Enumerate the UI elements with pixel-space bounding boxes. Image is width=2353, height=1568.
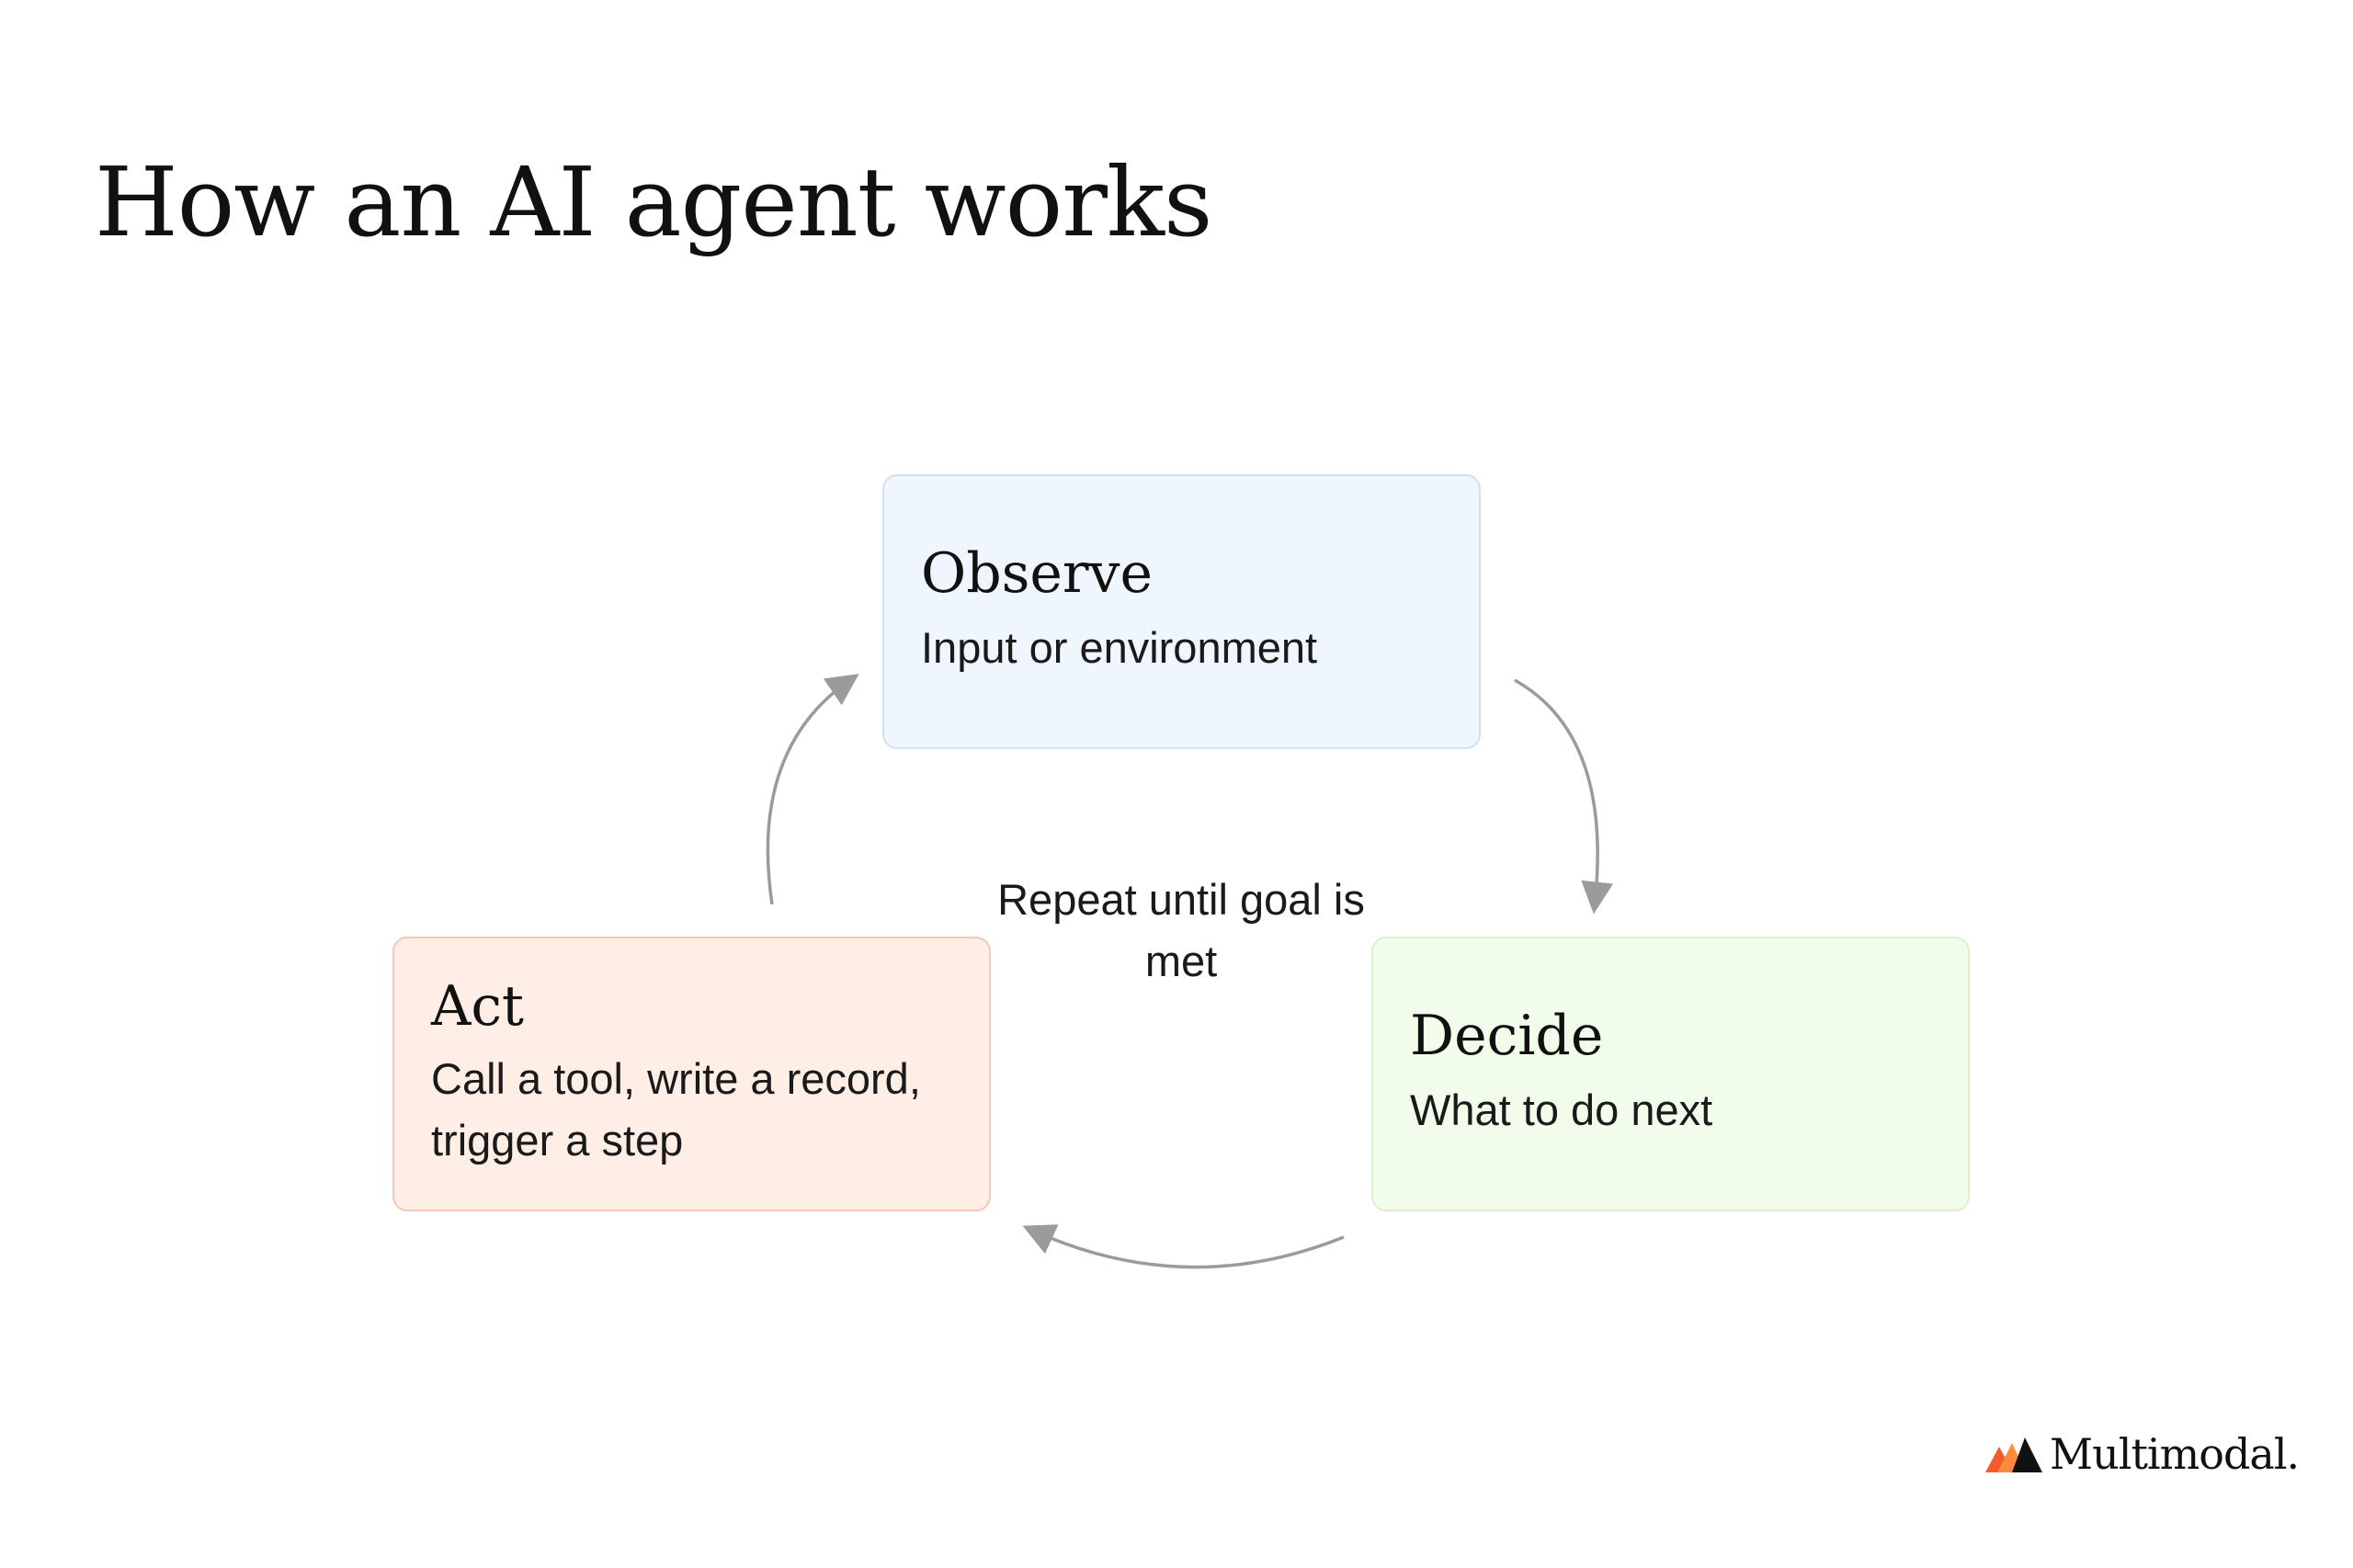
brand-logo: Multimodal. (1984, 1426, 2300, 1482)
arrow-decide-to-act (1022, 1224, 1345, 1269)
arrow-act-to-observe (766, 674, 859, 905)
step-description-act: Call a tool, write a record, trigger a s… (431, 1054, 921, 1165)
step-heading-observe: Observe (921, 541, 1153, 606)
step-card-decide: Decide What to do next (1371, 937, 1970, 1211)
page-title: How an AI agent works (95, 146, 1212, 258)
step-heading-decide: Decide (1410, 1004, 1604, 1068)
step-description-observe: Input or environment (921, 623, 1318, 672)
step-heading-act: Act (431, 974, 525, 1039)
cycle-center-label: Repeat until goal is met (997, 875, 1365, 985)
arrow-observe-to-decide (1514, 678, 1614, 915)
step-card-observe: Observe Input or environment (882, 474, 1481, 749)
step-description-decide: What to do next (1410, 1085, 1713, 1134)
multimodal-logo-icon (1985, 1437, 2042, 1472)
step-card-act: Act Call a tool, write a record, trigger… (392, 937, 991, 1211)
brand-name: Multimodal. (2050, 1429, 2300, 1479)
